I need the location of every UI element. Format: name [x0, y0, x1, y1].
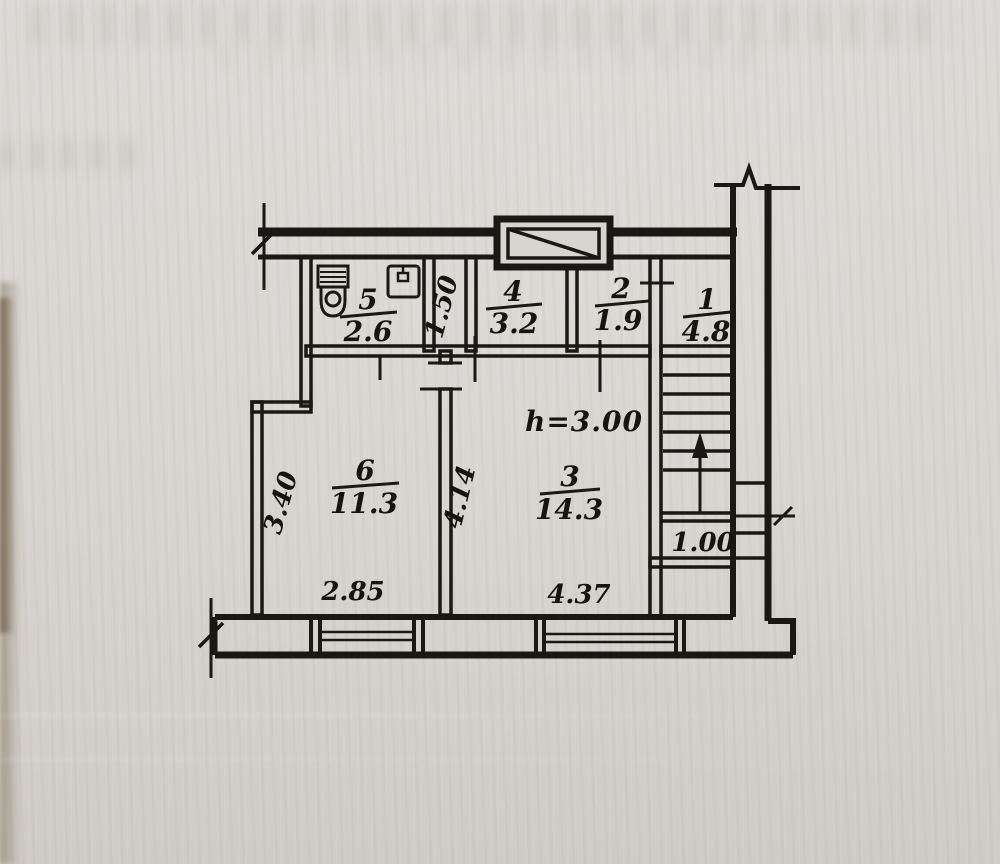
room2-number: 2: [610, 272, 630, 305]
dim-room6-width: 2.85: [320, 577, 384, 607]
room5-area: 2.6: [343, 315, 393, 348]
stair-wall-openings: [733, 481, 795, 560]
sink-icon: [386, 264, 421, 299]
room4-number: 4: [503, 275, 522, 308]
label-fraction-lines: [331, 299, 732, 496]
room4-area: 3.2: [490, 307, 539, 340]
dim-stair-width: 1.00: [671, 528, 734, 558]
vent-shaft-icon: [493, 215, 614, 271]
stairs-up-arrow-icon: [692, 432, 708, 513]
dim-top-rooms-depth: 1.50: [420, 272, 465, 341]
window-icon: [320, 630, 676, 644]
room3-number: 3: [560, 460, 579, 493]
dimension-witness-lines: [197, 203, 278, 678]
room3-area: 14.3: [535, 493, 603, 526]
room5-number: 5: [358, 283, 377, 316]
stairs: [648, 373, 735, 569]
dim-lower-rooms-depth: 4.14: [438, 463, 482, 532]
door-opening-ticks: [378, 281, 674, 392]
toilet-icon: [316, 264, 350, 318]
right-outer-wall: [714, 161, 800, 621]
ceiling-height-note: h=3.00: [525, 405, 643, 438]
room1-area: 4.8: [682, 315, 731, 348]
dim-room6-height: 3.40: [258, 468, 304, 537]
bottom-outer-wall: [212, 614, 796, 659]
wall-break-icon: [714, 161, 800, 190]
room2-area: 1.9: [594, 304, 643, 337]
room6-area: 11.3: [330, 487, 398, 520]
dim-room3-width: 4.37: [547, 580, 610, 610]
room1-number: 1: [697, 283, 716, 316]
room6-number: 6: [355, 454, 374, 487]
